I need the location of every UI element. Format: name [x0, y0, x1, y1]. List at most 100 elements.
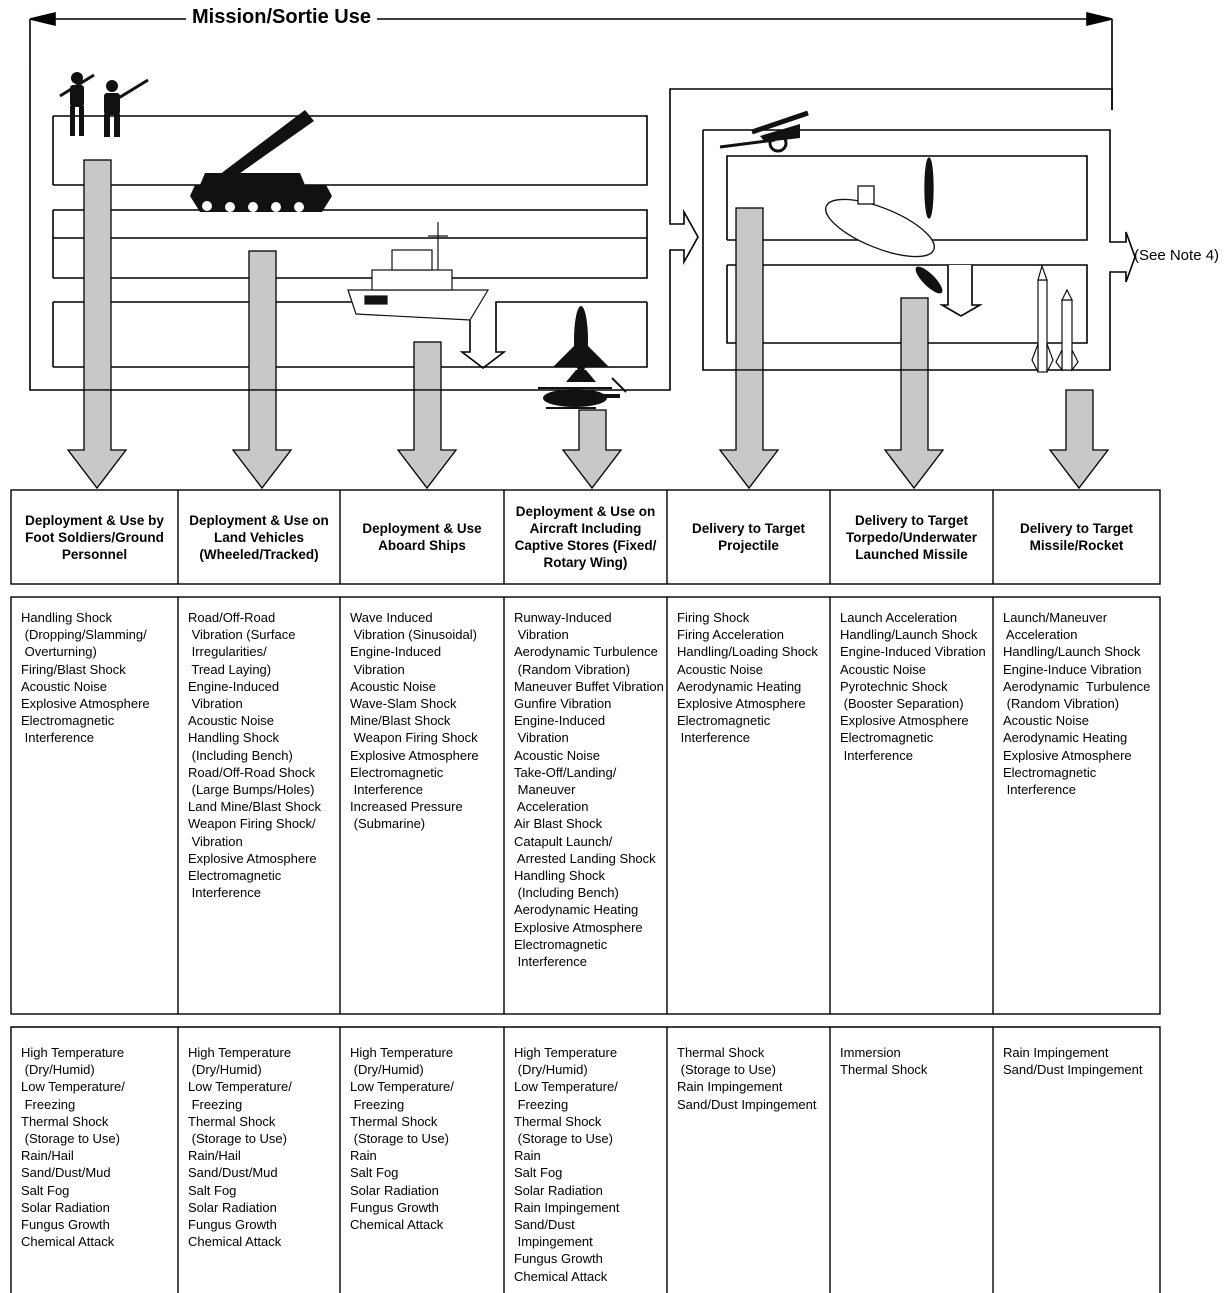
environment-item: Weapon Firing Shock/	[188, 816, 316, 832]
environment-item: Thermal Shock	[840, 1062, 928, 1078]
environment-item: Handling Shock	[188, 730, 280, 746]
environment-item: (Including Bench)	[514, 885, 619, 901]
environment-item: High Temperature	[188, 1045, 292, 1060]
environment-item: Rain	[514, 1148, 541, 1164]
environment-item: Chemical Attack	[21, 1234, 115, 1250]
environment-item: Sand/Dust/Mud	[188, 1165, 278, 1181]
environment-item: High Temperature	[514, 1045, 618, 1060]
environment-item: (Storage to Use)	[21, 1131, 120, 1147]
environment-item: Vibration	[514, 730, 569, 746]
environment-item: Launch Acceleration	[840, 610, 958, 625]
environment-item: Electromagnetic	[1003, 764, 1097, 780]
environment-item: Handling Shock	[514, 868, 606, 884]
environment-item: Acoustic Noise	[677, 661, 763, 677]
artillery-gun-icon	[719, 110, 809, 153]
environment-item: Electromagnetic	[514, 936, 608, 952]
environment-item: Road/Off-Road	[188, 610, 276, 625]
environment-item: Gunfire Vibration	[514, 696, 612, 712]
environment-item: Land Mine/Blast Shock	[188, 799, 321, 815]
environment-item: (Booster Separation)	[840, 696, 964, 712]
environment-item: Engine-Induced Vibration	[840, 644, 986, 660]
helicopter-icon	[538, 377, 627, 409]
environment-item: Handling/Launch Shock	[1003, 644, 1141, 660]
environment-item: Rain Impingement	[1003, 1045, 1109, 1060]
environment-item: Explosive Atmosphere	[188, 850, 317, 866]
environment-item: Arrested Landing Shock	[514, 850, 656, 866]
environment-item: Fungus Growth	[514, 1251, 603, 1267]
environment-item: Impingement	[514, 1234, 593, 1250]
environment-item: Engine-Induced	[350, 644, 442, 660]
environment-item: Explosive Atmosphere	[677, 696, 806, 712]
submarine-icon	[825, 157, 935, 258]
environment-item: Solar Radiation	[514, 1182, 603, 1198]
environment-item: Aerodynamic Turbulence	[1003, 678, 1151, 694]
environment-item: Solar Radiation	[350, 1182, 439, 1198]
missiles-icon	[1031, 264, 1079, 373]
down-arrows	[66, 369, 1110, 490]
environment-item: Runway-Induced	[514, 610, 612, 625]
environment-item: Low Temperature/	[188, 1079, 292, 1095]
environment-table-grid	[10, 489, 1161, 1293]
environment-item: Vibration (Surface	[188, 627, 296, 643]
environment-item: (Including Bench)	[188, 747, 293, 763]
environment-item: Sand/Dust Impingement	[677, 1096, 817, 1112]
environment-item: Freezing	[350, 1096, 405, 1112]
environment-item: (Random Vibration)	[1003, 696, 1120, 712]
environment-item: Engine-Induced	[188, 678, 280, 694]
environment-item: High Temperature	[350, 1045, 454, 1060]
environment-item: Immersion	[840, 1045, 901, 1060]
environment-item: Interference	[188, 885, 261, 901]
environment-item: Interference	[677, 730, 750, 746]
environment-item: Sand/Dust	[514, 1217, 575, 1233]
environment-item: Chemical Attack	[350, 1217, 444, 1233]
see-note-label: (See Note 4)	[1134, 247, 1220, 264]
environment-item: Electromagnetic	[188, 868, 282, 884]
column-header: Deployment & Use on Aircraft Including C…	[514, 504, 657, 570]
environment-item: Explosive Atmosphere	[514, 919, 643, 935]
environment-item: Acceleration	[1003, 627, 1078, 643]
environment-item: Interference	[514, 954, 587, 970]
torpedo-icon	[915, 266, 943, 294]
environment-item: Handling/Loading Shock	[677, 644, 818, 660]
environment-item: Rain Impingement	[514, 1199, 620, 1215]
environment-item: Rain/Hail	[21, 1148, 74, 1164]
dynamic-environments-cell: Wave Induced Vibration (Sinusoidal)Engin…	[350, 609, 502, 833]
environment-item: Solar Radiation	[188, 1199, 277, 1215]
environment-item: (Dry/Humid)	[350, 1062, 424, 1078]
environment-item: Wave Induced	[350, 610, 433, 625]
environment-item: Vibration	[514, 627, 569, 643]
climatic-environments-cell: High Temperature (Dry/Humid)Low Temperat…	[350, 1044, 502, 1233]
environment-item: Salt Fog	[350, 1165, 399, 1181]
environment-item: Wave-Slam Shock	[350, 696, 457, 712]
environment-item: Rain Impingement	[677, 1079, 783, 1095]
environment-item: Air Blast Shock	[514, 816, 603, 832]
environment-item: Fungus Growth	[350, 1199, 439, 1215]
environment-item: Interference	[21, 730, 94, 746]
environment-item: Explosive Atmosphere	[840, 713, 969, 729]
environment-item: Launch/Maneuver	[1003, 610, 1108, 625]
environment-item: (Large Bumps/Holes)	[188, 782, 315, 798]
environment-item: Acoustic Noise	[21, 678, 107, 694]
environment-item: Salt Fog	[514, 1165, 563, 1181]
environment-item: Electromagnetic	[677, 713, 771, 729]
missile-launcher-vehicle-icon	[190, 110, 332, 212]
environment-item: Aerodynamic Heating	[1003, 730, 1128, 746]
column-header: Deployment & Use on Land Vehicles (Wheel…	[189, 512, 329, 562]
environment-item: Engine-Induce Vibration	[1003, 661, 1142, 677]
mission-sortie-title: Mission/Sortie Use	[186, 6, 377, 29]
environment-item: High Temperature	[21, 1045, 125, 1060]
environment-item: Vibration	[188, 833, 243, 849]
climatic-environments-cell: High Temperature (Dry/Humid)Low Temperat…	[514, 1044, 665, 1285]
environment-item: Aerodynamic Heating	[677, 678, 802, 694]
environment-item: Catapult Launch/	[514, 833, 613, 849]
environment-item: Low Temperature/	[350, 1079, 454, 1095]
environment-item: Electromagnetic	[840, 730, 934, 746]
environment-item: Thermal Shock	[514, 1113, 602, 1129]
environment-item: (Dry/Humid)	[514, 1062, 588, 1078]
environment-item: Acceleration	[514, 799, 589, 815]
environment-item: Vibration (Sinusoidal)	[350, 627, 477, 643]
dynamic-environments-cell: Handling Shock (Dropping/Slamming/ Overt…	[21, 609, 176, 747]
environment-item: Freezing	[21, 1096, 76, 1112]
environment-item: Thermal Shock	[677, 1045, 765, 1060]
